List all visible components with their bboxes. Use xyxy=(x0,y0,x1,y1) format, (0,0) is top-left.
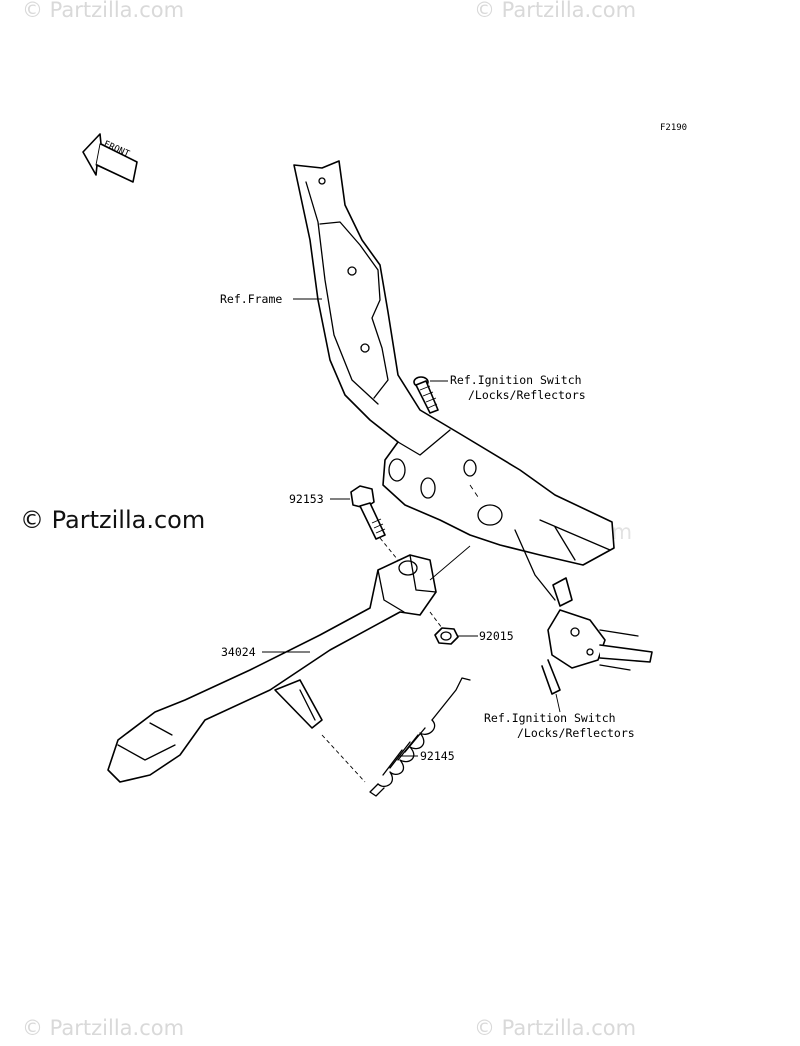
watermark-top-right: © Partzilla.com xyxy=(474,0,637,22)
stand-pivot-leader-line xyxy=(429,545,471,581)
upper-ignition-callout-line1: Ref.Ignition Switch xyxy=(450,373,582,387)
side-stand-34024-part xyxy=(107,554,437,783)
frame-callout: Ref.Frame xyxy=(220,292,282,306)
upper-ignition-bolt-part xyxy=(413,376,439,414)
front-arrow-icon: FRONT xyxy=(82,133,138,183)
frame-part xyxy=(293,160,615,566)
spring-part-number: 92145 xyxy=(420,749,455,763)
bolt-part-number: 92153 xyxy=(289,492,324,506)
watermark-top-left: © Partzilla.com xyxy=(22,0,185,22)
bolt-92153-part xyxy=(350,485,403,566)
watermark-bottom-right: © Partzilla.com xyxy=(474,1016,637,1040)
nut-part-number: 92015 xyxy=(479,629,514,643)
lower-ignition-callout-line1: Ref.Ignition Switch xyxy=(484,711,616,725)
side-stand-switch-part xyxy=(514,529,653,713)
upper-ignition-callout-line2: /Locks/Reflectors xyxy=(468,388,586,402)
watermark-bottom-left: © Partzilla.com xyxy=(22,1016,185,1040)
spring-92145-part xyxy=(321,677,471,797)
watermark-main: © Partzilla.com xyxy=(20,506,206,534)
stand-part-number: 34024 xyxy=(221,645,256,659)
lower-ignition-callout-line2: /Locks/Reflectors xyxy=(517,726,635,740)
nut-92015-part xyxy=(429,611,459,645)
diagram-code: F2190 xyxy=(660,123,687,133)
